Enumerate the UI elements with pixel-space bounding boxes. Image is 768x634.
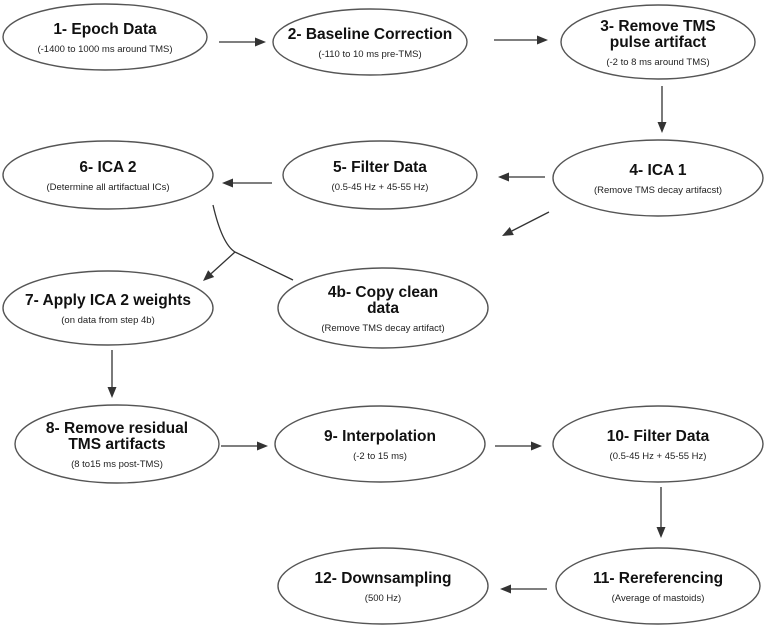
edge-arrow-n8-to-n9 [221, 441, 268, 451]
node-subtitle: (-110 to 10 ms pre-TMS) [318, 49, 421, 60]
node-subtitle: (0.5-45 Hz + 45-55 Hz) [610, 451, 707, 462]
node-ellipse [552, 139, 764, 217]
node-title: 5- Filter Data [333, 159, 427, 176]
node-title: pulse artifact [610, 34, 706, 51]
node-ellipse [282, 140, 478, 210]
edge-arrow-merge-to-n7 [203, 251, 236, 281]
edge-arrow-n11-to-n12 [500, 584, 547, 594]
edges-layer [107, 35, 667, 594]
node-title: TMS artifacts [68, 436, 165, 453]
edge-arrow-n2-to-n3 [494, 35, 548, 45]
nodes-layer: 1- Epoch Data (-1400 to 1000 ms around TM… [2, 3, 764, 625]
edge-arrow-n4-to-n5 [498, 172, 545, 182]
edge-merge-n6-n4b-to-n7 [212, 204, 294, 281]
node-ellipse [277, 267, 489, 349]
node-title: 10- Filter Data [607, 428, 710, 445]
node-n11: 11- Rereferencing (Average of mastoids) [555, 547, 761, 625]
node-subtitle: (Remove TMS decay artifact) [321, 323, 444, 334]
node-title: 6- ICA 2 [79, 159, 136, 176]
edge-arrow-n4-to-n4b [502, 211, 550, 236]
node-subtitle: (on data from step 4b) [61, 315, 154, 326]
node-title: 11- Rereferencing [593, 570, 723, 587]
edge-arrow-n3-to-n4 [657, 86, 667, 133]
node-ellipse [272, 8, 468, 76]
node-ellipse [2, 3, 208, 71]
node-ellipse [277, 547, 489, 625]
node-subtitle: (Average of mastoids) [612, 593, 705, 604]
node-subtitle: (-2 to 15 ms) [353, 451, 407, 462]
node-subtitle: (Remove TMS decay artifacst) [594, 185, 722, 196]
node-ellipse [14, 404, 220, 484]
node-title: 8- Remove residual [46, 420, 188, 437]
node-n12: 12- Downsampling (500 Hz) [277, 547, 489, 625]
node-title: 9- Interpolation [324, 428, 436, 445]
node-ellipse [560, 4, 756, 80]
node-subtitle: (Determine all artifactual ICs) [46, 182, 169, 193]
node-ellipse [2, 140, 214, 210]
node-n7: 7- Apply ICA 2 weights (on data from step… [2, 270, 214, 346]
node-title: data [367, 300, 399, 317]
node-subtitle: (8 to15 ms post-TMS) [71, 459, 163, 470]
node-title: 7- Apply ICA 2 weights [25, 292, 191, 309]
node-subtitle: (0.5-45 Hz + 45-55 Hz) [332, 182, 429, 193]
node-ellipse [2, 270, 214, 346]
edge-arrow-n10-to-n11 [656, 487, 666, 538]
edge-arrow-n5-to-n6 [222, 178, 272, 188]
node-n5: 5- Filter Data (0.5-45 Hz + 45-55 Hz) [282, 140, 478, 210]
node-ellipse [552, 405, 764, 483]
node-title: 1- Epoch Data [53, 21, 157, 38]
node-n10: 10- Filter Data (0.5-45 Hz + 45-55 Hz) [552, 405, 764, 483]
node-subtitle: (-2 to 8 ms around TMS) [606, 57, 709, 68]
node-title: 3- Remove TMS [600, 18, 715, 35]
node-title: 12- Downsampling [315, 570, 452, 587]
node-title: 2- Baseline Correction [288, 26, 453, 43]
edge-arrow-n9-to-n10 [495, 441, 542, 451]
edge-arrow-n1-to-n2 [219, 37, 266, 47]
edge-arrow-n7-to-n8 [107, 350, 117, 398]
node-n9: 9- Interpolation (-2 to 15 ms) [274, 405, 486, 483]
node-subtitle: (-1400 to 1000 ms around TMS) [37, 44, 172, 55]
node-ellipse [274, 405, 486, 483]
node-n4: 4- ICA 1 (Remove TMS decay artifacst) [552, 139, 764, 217]
node-ellipse [555, 547, 761, 625]
node-n6: 6- ICA 2 (Determine all artifactual ICs) [2, 140, 214, 210]
node-title: 4- ICA 1 [629, 162, 687, 179]
node-n1: 1- Epoch Data (-1400 to 1000 ms around TM… [2, 3, 208, 71]
node-title: 4b- Copy clean [328, 284, 438, 301]
node-n2: 2- Baseline Correction (-110 to 10 ms pre… [272, 8, 468, 76]
node-subtitle: (500 Hz) [365, 593, 401, 604]
